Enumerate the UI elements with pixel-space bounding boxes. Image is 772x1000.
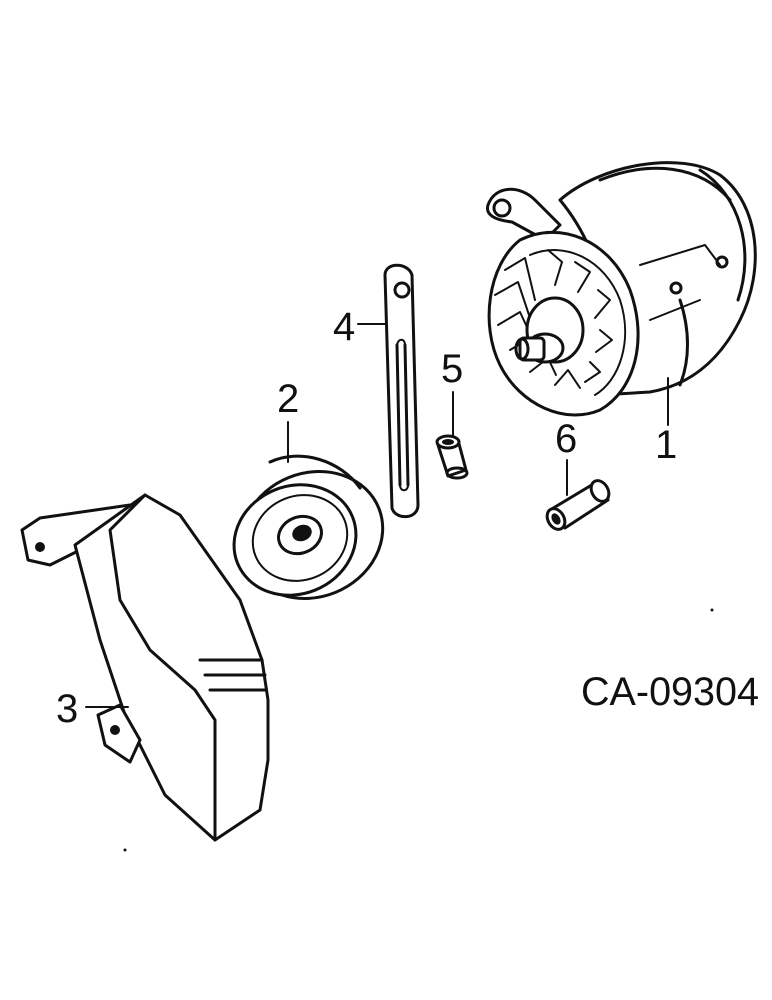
pulley-icon [232, 454, 385, 600]
callout-5: 5 [441, 347, 463, 391]
belt-guard-icon [20, 493, 270, 842]
sleeve-icon [545, 479, 611, 531]
callout-1: 1 [655, 423, 677, 467]
spacer-icon [435, 434, 469, 480]
alternator-icon [485, 161, 757, 417]
callout-6: 6 [555, 417, 577, 461]
adjusting-strap-icon [383, 263, 420, 519]
callout-3: 3 [56, 687, 78, 731]
drawing-code: CA-09304 [581, 670, 759, 714]
callout-4: 4 [333, 305, 355, 349]
callout-2: 2 [277, 377, 299, 421]
leader-lines [85, 323, 669, 708]
